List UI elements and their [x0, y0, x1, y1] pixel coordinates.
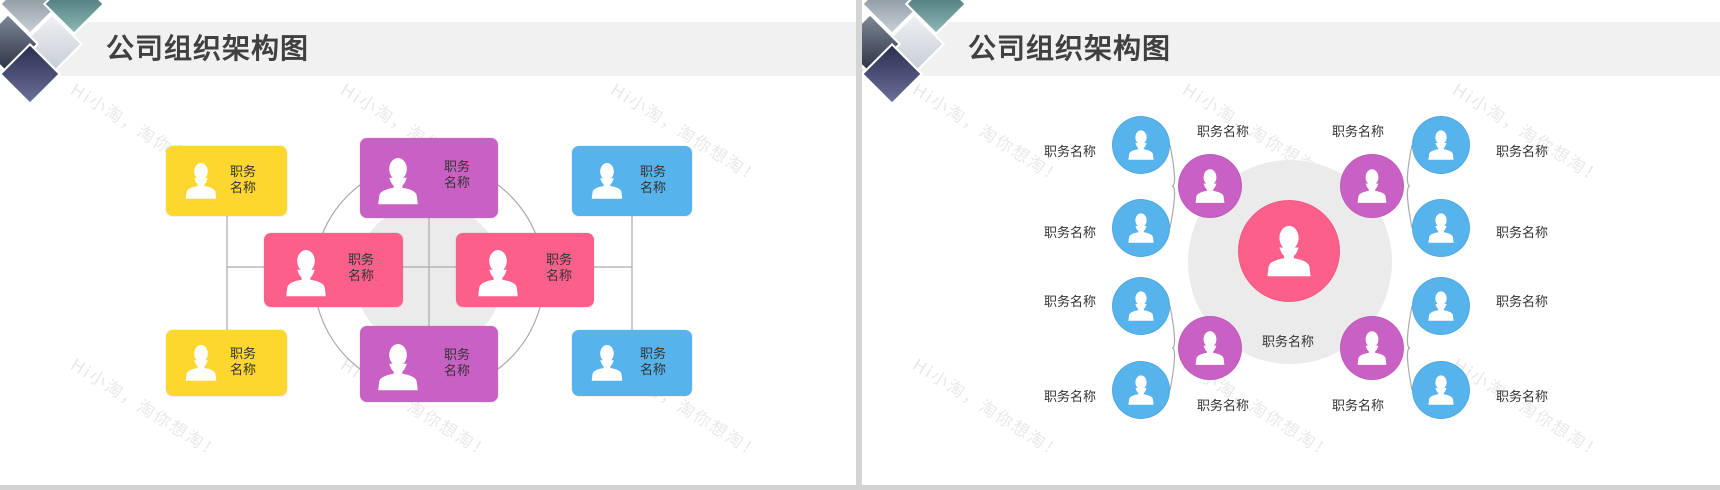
manager-label-bottom-left: 职务名称 — [1197, 399, 1250, 414]
staff-label-right-4: 职务名称 — [1496, 390, 1549, 405]
card-pink-left[interactable]: 职务名称 — [264, 233, 403, 307]
staff-label-left-1: 职务名称 — [1044, 145, 1097, 160]
staff-node-left-4[interactable] — [1112, 361, 1170, 419]
card-label-line1: 职务 — [640, 347, 667, 362]
person-icon — [590, 160, 624, 200]
staff-node-right-2[interactable] — [1412, 199, 1470, 257]
staff-node-right-3[interactable] — [1412, 277, 1470, 335]
card-label-line1: 职务 — [230, 347, 257, 362]
staff-label-right-1: 职务名称 — [1496, 145, 1549, 160]
card-label-line1: 职务 — [444, 348, 471, 363]
staff-node-left-1[interactable] — [1112, 116, 1170, 174]
card-blue-bottom[interactable]: 职务名称 — [572, 330, 692, 396]
card-label-line1: 职务 — [230, 165, 257, 180]
staff-label-left-2: 职务名称 — [1044, 226, 1097, 241]
bottom-bar — [0, 485, 1720, 490]
person-icon — [376, 150, 420, 210]
person-icon — [1194, 328, 1226, 366]
card-label-line1: 职务 — [348, 253, 375, 268]
person-icon — [1356, 166, 1388, 204]
card-label-line2: 名称 — [444, 364, 471, 379]
card-label-line2: 名称 — [348, 269, 375, 284]
header-band — [862, 22, 1720, 76]
card-label-line2: 名称 — [230, 181, 257, 196]
slide-divider — [856, 0, 862, 490]
staff-label-left-4: 职务名称 — [1044, 390, 1097, 405]
person-icon — [1427, 128, 1455, 160]
person-icon — [590, 342, 624, 382]
manager-node-top-left[interactable] — [1178, 154, 1242, 218]
card-label-line1: 职务 — [640, 165, 667, 180]
manager-label-top-right: 职务名称 — [1332, 125, 1385, 140]
person-icon — [1127, 211, 1155, 243]
manager-node-top-right[interactable] — [1340, 154, 1404, 218]
center-label: 职务名称 — [1262, 335, 1315, 350]
card-label-line2: 名称 — [640, 363, 667, 378]
card-label-line2: 名称 — [230, 363, 257, 378]
card-purple-top[interactable]: 职务名称 — [360, 138, 498, 218]
card-label-line2: 名称 — [444, 176, 471, 191]
manager-node-bottom-right[interactable] — [1340, 316, 1404, 380]
card-label-line1: 职务 — [546, 253, 573, 268]
card-yellow-top[interactable]: 职务名称 — [166, 146, 287, 216]
staff-label-right-2: 职务名称 — [1496, 226, 1549, 241]
staff-node-right-4[interactable] — [1412, 361, 1470, 419]
card-label-line2: 名称 — [546, 269, 573, 284]
card-blue-top[interactable]: 职务名称 — [572, 146, 692, 216]
person-icon — [1356, 328, 1388, 366]
center-node[interactable] — [1238, 200, 1340, 302]
slide-org-chart-circles: 公司组织架构图 Hi小淘，淘你想淘！ Hi小淘，淘你想淘！ Hi小淘，淘你想淘！… — [862, 0, 1720, 485]
manager-label-top-left: 职务名称 — [1197, 125, 1250, 140]
person-icon — [1127, 289, 1155, 321]
page-title: 公司组织架构图 — [968, 32, 1172, 65]
person-icon — [184, 342, 218, 382]
person-icon — [476, 243, 520, 301]
card-yellow-bottom[interactable]: 职务名称 — [166, 330, 287, 396]
card-label-line2: 名称 — [640, 181, 667, 196]
person-icon — [1194, 166, 1226, 204]
person-icon — [284, 243, 328, 301]
connector-lines — [226, 161, 633, 393]
manager-node-bottom-left[interactable] — [1178, 316, 1242, 380]
staff-label-right-3: 职务名称 — [1496, 295, 1549, 310]
manager-label-bottom-right: 职务名称 — [1332, 399, 1385, 414]
slide-org-chart-cards: 公司组织架构图 Hi小淘，淘你想淘！ Hi小淘，淘你想淘！ Hi小淘，淘你想淘！… — [0, 0, 856, 485]
card-label-line1: 职务 — [444, 160, 471, 175]
card-pink-right[interactable]: 职务名称 — [456, 233, 594, 307]
person-icon — [184, 160, 218, 200]
staff-node-right-1[interactable] — [1412, 116, 1470, 174]
staff-node-left-2[interactable] — [1112, 199, 1170, 257]
person-icon — [1127, 128, 1155, 160]
card-purple-bottom[interactable]: 职务名称 — [360, 326, 498, 402]
person-icon — [1427, 289, 1455, 321]
person-icon — [1427, 373, 1455, 405]
person-icon — [1427, 211, 1455, 243]
page-title: 公司组织架构图 — [106, 32, 310, 65]
staff-label-left-3: 职务名称 — [1044, 295, 1097, 310]
header-band — [0, 22, 856, 76]
person-icon — [1127, 373, 1155, 405]
person-icon — [1265, 222, 1313, 278]
staff-node-left-3[interactable] — [1112, 277, 1170, 335]
person-icon — [376, 338, 420, 394]
